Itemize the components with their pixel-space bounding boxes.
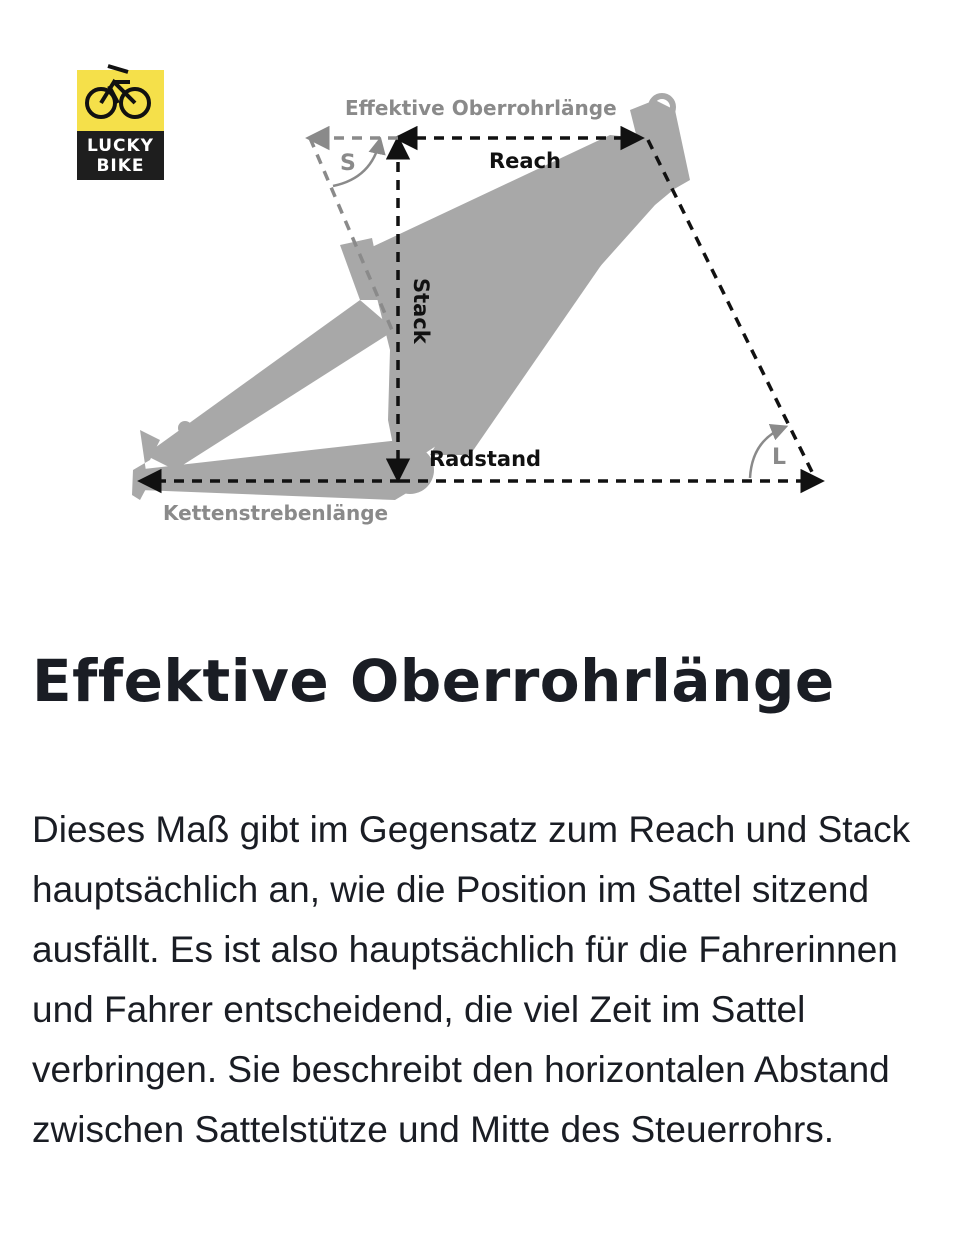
label-effective-top-tube: Effektive Oberrohrlänge <box>345 96 617 120</box>
bike-geometry-diagram: LUCKY BIKE Effekt <box>77 64 825 525</box>
label-chainstay: Kettenstrebenlänge <box>163 501 388 525</box>
head-angle-line <box>646 139 817 479</box>
seat-angle-arc <box>332 136 386 188</box>
bike-frame <box>132 93 690 500</box>
head-angle-arc <box>748 423 789 479</box>
logo-text-line1: LUCKY <box>87 136 154 156</box>
label-stack: Stack <box>409 278 433 345</box>
article-title: Effektive Oberrohrlänge <box>32 647 835 715</box>
article-body: Dieses Maß gibt im Gegensatz zum Reach u… <box>32 808 911 1150</box>
label-reach: Reach <box>489 149 561 173</box>
bicycle-icon <box>85 64 151 119</box>
label-seat-angle: S <box>340 151 356 176</box>
label-wheelbase: Radstand <box>429 447 541 471</box>
logo-text-line2: BIKE <box>96 156 144 176</box>
lucky-bike-logo[interactable]: LUCKY BIKE <box>77 64 164 180</box>
label-head-angle: L <box>772 445 786 470</box>
article: Effektive Oberrohrlänge Dieses Maß gibt … <box>32 647 932 1160</box>
